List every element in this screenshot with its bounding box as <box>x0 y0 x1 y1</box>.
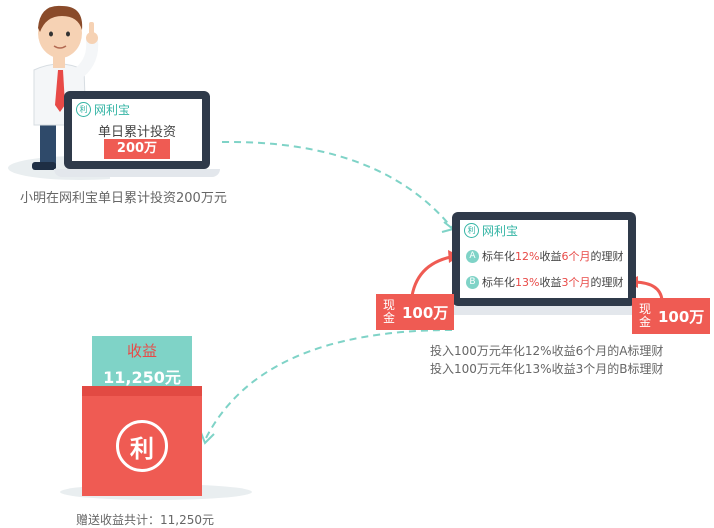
cash-badge-right: 现金 100万 <box>632 298 711 334</box>
hand <box>86 32 98 44</box>
brand-logo-text: 网利宝 <box>482 224 519 238</box>
tie <box>55 70 65 112</box>
brand-logo-icon: 利 <box>464 223 479 238</box>
reward-title: 收益 <box>126 342 157 360</box>
brand-logo-text: 网利宝 <box>94 103 131 117</box>
envelope-seal: 利 <box>116 420 168 472</box>
option-a-pre: 标年化 <box>482 250 515 263</box>
envelope-flap <box>82 386 202 396</box>
reward-amount: 11,250元 <box>103 368 181 387</box>
option-b-pre: 标年化 <box>482 276 515 289</box>
legs <box>40 120 56 168</box>
laptop-2-base <box>440 306 648 315</box>
option-b-mid: 收益 <box>539 276 562 289</box>
laptop-1: 利 网利宝 单日累计投资 200万 <box>64 91 210 169</box>
businessman-illustration <box>8 5 110 180</box>
option-a-row: A 标年化 12% 收益 6个月 的理财 <box>466 248 623 264</box>
option-a-badge: A <box>466 249 479 263</box>
cash-amount: 100万 <box>402 303 449 322</box>
option-a-term: 6个月 <box>561 250 591 263</box>
brand-logo: 利 网利宝 <box>76 101 130 118</box>
option-a-rate: 12% <box>515 249 540 263</box>
laptop-2: 利 网利宝 A 标年化 12% 收益 6个月 的理财 B 标年化 13% 收益 … <box>452 212 636 306</box>
option-b-term: 3个月 <box>561 276 591 289</box>
option-b-rate: 13% <box>515 275 540 289</box>
scene1-caption: 小明在网利宝单日累计投资200万元 <box>20 191 227 206</box>
scene2-caption-line2: 投入100万元年化13%收益3个月的B标理财 <box>430 362 664 376</box>
cash-badge-left: 现金 100万 <box>376 294 455 330</box>
option-b-post: 的理财 <box>590 276 624 289</box>
head <box>38 8 82 58</box>
arrow-to-scene3 <box>204 329 453 441</box>
brand-logo-2: 利 网利宝 <box>464 222 518 239</box>
scene2-caption-line1: 投入100万元年化12%收益6个月的A标理财 <box>430 344 664 358</box>
shoe <box>32 162 56 170</box>
cash-label: 现金 <box>382 298 395 325</box>
scene3-caption: 赠送收益共计：11,250元 <box>76 513 214 527</box>
amount-badge: 200万 <box>104 139 170 159</box>
cash-amount: 100万 <box>658 307 705 326</box>
brand-logo-icon: 利 <box>76 102 91 117</box>
cash-label: 现金 <box>638 302 651 329</box>
neck <box>53 56 65 68</box>
laptop-1-screen: 利 网利宝 单日累计投资 200万 <box>72 99 202 161</box>
arrow-to-scene2 <box>221 140 453 229</box>
envelope-seal-char: 利 <box>130 434 154 463</box>
pointing-finger <box>89 22 94 36</box>
option-b-badge: B <box>466 275 479 289</box>
option-a-post: 的理财 <box>590 250 624 263</box>
option-a-mid: 收益 <box>539 250 562 263</box>
laptop-2-screen: 利 网利宝 A 标年化 12% 收益 6个月 的理财 B 标年化 13% 收益 … <box>460 220 628 298</box>
screen-title: 单日累计投资 <box>97 125 176 140</box>
laptop-1-base <box>54 169 220 177</box>
option-b-row: B 标年化 13% 收益 3个月 的理财 <box>466 274 623 290</box>
hair <box>38 5 83 32</box>
